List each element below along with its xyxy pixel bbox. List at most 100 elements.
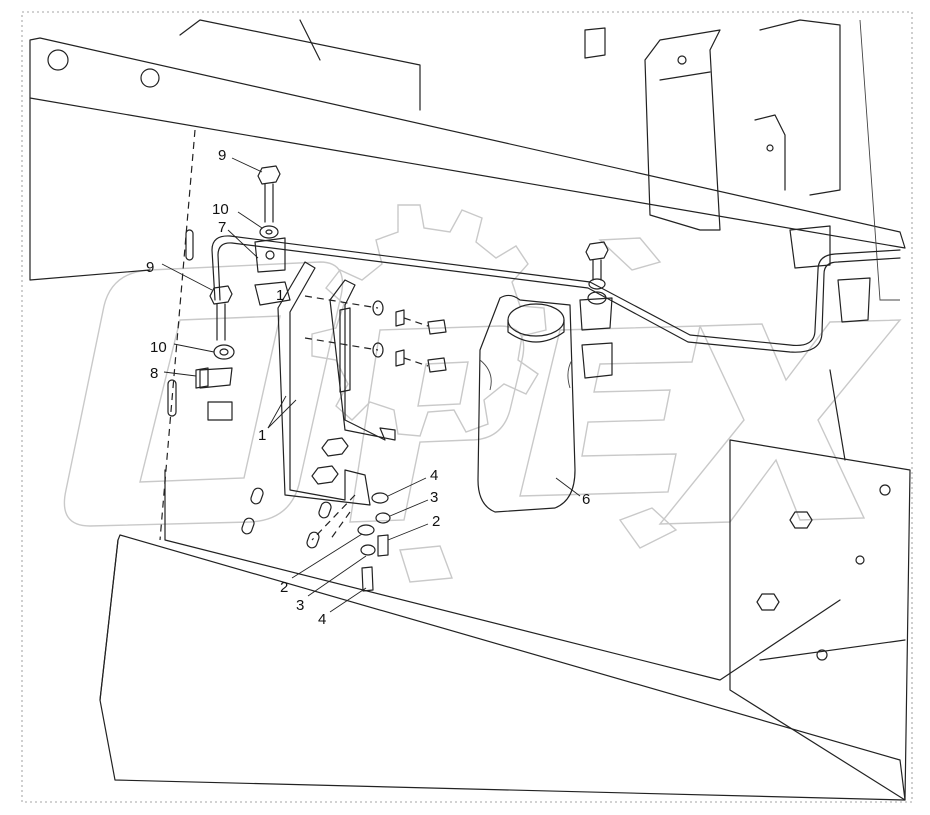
tube-clip-right bbox=[579, 297, 613, 331]
tube-clips bbox=[199, 225, 871, 389]
reservoir-bracket bbox=[277, 261, 396, 506]
washer-hole bbox=[219, 348, 229, 356]
washer bbox=[213, 344, 235, 360]
callout-4-right: 4 bbox=[430, 467, 438, 484]
bracket-hole bbox=[766, 144, 774, 152]
callout-1: 1 bbox=[258, 427, 266, 444]
upper-cross-beam bbox=[29, 37, 906, 249]
washer bbox=[259, 225, 279, 239]
washer bbox=[371, 492, 389, 504]
bolt-shank bbox=[592, 259, 602, 281]
bracket-arm bbox=[329, 279, 396, 441]
spring-washer bbox=[360, 544, 376, 556]
watermark-letter-p bbox=[349, 325, 525, 523]
washer-hole bbox=[265, 229, 273, 235]
screw bbox=[427, 319, 447, 335]
reservoir-contour bbox=[479, 359, 492, 391]
frame-rib bbox=[299, 19, 321, 61]
beam-hole bbox=[47, 49, 69, 71]
spring-washer bbox=[395, 349, 405, 367]
reservoir-cap-top bbox=[507, 303, 565, 337]
tray-bottom-edge bbox=[164, 469, 841, 681]
reservoir-cap-side bbox=[507, 319, 565, 343]
panel-nut bbox=[756, 593, 780, 611]
watermark-logo bbox=[63, 204, 902, 583]
callout-8: 8 bbox=[150, 365, 158, 382]
tray-slot bbox=[306, 531, 320, 549]
washer bbox=[587, 291, 607, 305]
callout-1-bracket: 1 bbox=[276, 287, 284, 304]
callout-9-upper: 9 bbox=[218, 147, 226, 164]
spring-washer bbox=[375, 512, 391, 524]
reservoir-tank bbox=[477, 294, 576, 513]
washer-tube bbox=[211, 235, 901, 353]
callout-10-lower: 10 bbox=[150, 339, 167, 356]
exploded-axis-lines bbox=[311, 494, 356, 541]
screw bbox=[427, 357, 447, 373]
tube-line-upper bbox=[211, 235, 901, 347]
washer bbox=[372, 342, 384, 358]
left-side-panel bbox=[29, 97, 151, 281]
panel-lip bbox=[759, 639, 906, 661]
washer-reservoir bbox=[477, 294, 576, 513]
small-bracket bbox=[754, 114, 786, 191]
callout-3-right: 3 bbox=[430, 489, 438, 506]
callout-labels: 9 10 7 9 10 8 1 1 4 3 2 2 3 4 6 bbox=[146, 147, 590, 628]
upright-flange bbox=[659, 71, 711, 81]
watermark-gear-teeth bbox=[399, 237, 678, 583]
upper-frame-edge bbox=[179, 19, 421, 111]
bolt-shank bbox=[216, 303, 226, 341]
tube-clip-mid-left bbox=[254, 281, 291, 306]
side-slot bbox=[167, 379, 177, 417]
bracket-body bbox=[277, 261, 371, 506]
watermark-letter-x bbox=[658, 319, 902, 525]
watermark-letter-e bbox=[519, 325, 701, 497]
small-bolt bbox=[195, 367, 209, 389]
spring-washer bbox=[395, 309, 405, 327]
callout-3-left: 3 bbox=[296, 597, 304, 614]
top-nut bbox=[584, 27, 606, 59]
right-frame-edge bbox=[859, 19, 900, 301]
top-right-panel bbox=[759, 19, 841, 196]
side-opening bbox=[207, 401, 233, 421]
hex-bolt-head bbox=[585, 241, 609, 261]
chassis-frame bbox=[29, 19, 911, 801]
callout-2-left: 2 bbox=[280, 579, 288, 596]
lower-main-beam bbox=[99, 534, 906, 801]
panel-hole bbox=[855, 555, 865, 565]
bolt bbox=[361, 566, 374, 592]
callout-9-lower: 9 bbox=[146, 259, 154, 276]
reservoir-contour bbox=[567, 359, 573, 389]
beam-hole bbox=[140, 68, 160, 88]
callout-6: 6 bbox=[582, 491, 590, 508]
watermark-letter-o bbox=[63, 261, 344, 527]
hex-nut bbox=[321, 437, 349, 457]
top-right-upright bbox=[644, 29, 721, 231]
tube-clip-edge bbox=[837, 277, 871, 323]
bracket-slot bbox=[339, 307, 351, 393]
bolt-shank bbox=[264, 183, 274, 223]
lower-beam-end bbox=[99, 539, 119, 701]
tray-slot bbox=[250, 487, 264, 505]
watermark-gear bbox=[311, 204, 547, 437]
washer bbox=[357, 524, 375, 536]
callout-4-left: 4 bbox=[318, 611, 326, 628]
tray-slot bbox=[318, 501, 332, 519]
hidden-frame-line bbox=[159, 129, 196, 541]
washer bbox=[372, 300, 384, 316]
panel-nut bbox=[789, 511, 813, 529]
tray-right-edge bbox=[829, 369, 846, 461]
fasteners bbox=[195, 165, 609, 592]
drawing-frame bbox=[21, 11, 913, 803]
hex-bolt-head bbox=[257, 165, 281, 185]
tray-slot bbox=[241, 517, 255, 535]
hex-bolt-head bbox=[209, 285, 233, 305]
side-slot bbox=[185, 229, 194, 261]
washer bbox=[588, 278, 606, 290]
tube-clip-far-right bbox=[789, 225, 831, 269]
panel-hole bbox=[879, 484, 891, 496]
bolt bbox=[377, 534, 389, 557]
tube-clip-upper-left bbox=[254, 237, 286, 273]
